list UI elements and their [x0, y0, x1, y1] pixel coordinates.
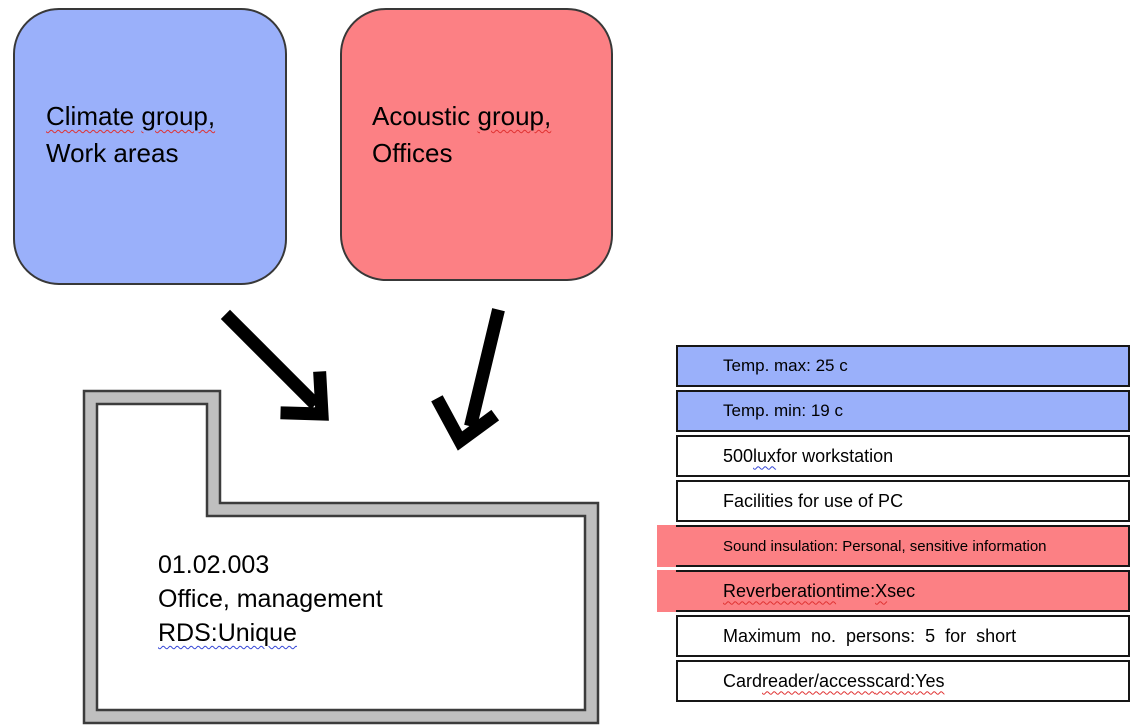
- label-line: Climate group,: [46, 98, 215, 135]
- requirement-row: Reverberation time: X sec: [657, 570, 1130, 612]
- text-segment: card:: [875, 670, 916, 691]
- text-segment: Card: [723, 670, 763, 691]
- label-line: 01.02.003: [158, 548, 383, 582]
- text-segment: time:: [836, 580, 876, 601]
- text-segment: Reverberation: [723, 580, 837, 601]
- climate-group-label: Climate group,Work areas: [46, 98, 215, 172]
- climate-group-box: Climate group,Work areas: [13, 8, 287, 285]
- requirement-row: Temp. max: 25 c: [676, 345, 1130, 387]
- text-segment: sec: [887, 580, 916, 601]
- text-segment: Yes: [915, 670, 945, 691]
- text-segment: lux: [753, 445, 777, 466]
- acoustic-group-label: Acoustic group,Offices: [372, 98, 551, 172]
- text-segment: group,: [141, 101, 216, 131]
- requirement-row: Sound insulation: Personal, sensitive in…: [657, 525, 1130, 567]
- requirement-row: Maximum no. persons: 5 for short: [676, 615, 1130, 657]
- requirement-row: Temp. min: 19 c: [676, 390, 1130, 432]
- text-segment: Facilities for use of PC: [723, 490, 904, 511]
- text-segment: Temp. min: 19 c: [723, 401, 843, 420]
- arrow-from-acoustic-icon: [431, 308, 505, 451]
- text-segment: group,: [477, 101, 552, 131]
- requirements-table: Temp. max: 25 c Temp. min: 19 c 500 lux fo…: [657, 345, 1130, 705]
- label-line: Office, management: [158, 582, 383, 616]
- requirement-row: 500 lux for workstation: [676, 435, 1130, 477]
- text-segment: reader/access: [762, 670, 876, 691]
- room-outline: [82, 389, 600, 725]
- requirement-row: Facilities for use of PC: [676, 480, 1130, 522]
- label-line: Work areas: [46, 135, 215, 172]
- text-segment: Office, management: [158, 585, 383, 613]
- text-segment: Sound insulation: Personal, sensitive in…: [723, 537, 1047, 555]
- label-line: Offices: [372, 135, 551, 172]
- text-segment: Climate: [46, 101, 135, 131]
- text-segment: 01.02.003: [158, 551, 270, 579]
- text-segment: RDS:Unique: [158, 619, 297, 647]
- room-wall-inner: [95, 402, 587, 712]
- text-segment: Maximum no. persons: 5 for short: [723, 625, 1017, 646]
- requirement-row: Card reader/access card: Yes: [676, 660, 1130, 702]
- text-segment: Work areas: [46, 138, 179, 168]
- text-segment: X: [875, 580, 888, 601]
- text-segment: Acoustic: [372, 101, 478, 131]
- text-segment: for workstation: [776, 445, 894, 466]
- acoustic-group-box: Acoustic group,Offices: [340, 8, 613, 281]
- arrow-from-climate-icon: [220, 309, 329, 421]
- label-line: Acoustic group,: [372, 98, 551, 135]
- text-segment: 500: [723, 445, 754, 466]
- label-line: RDS:Unique: [158, 616, 383, 650]
- text-segment: Temp. max: 25 c: [723, 356, 848, 375]
- text-segment: Offices: [372, 138, 453, 168]
